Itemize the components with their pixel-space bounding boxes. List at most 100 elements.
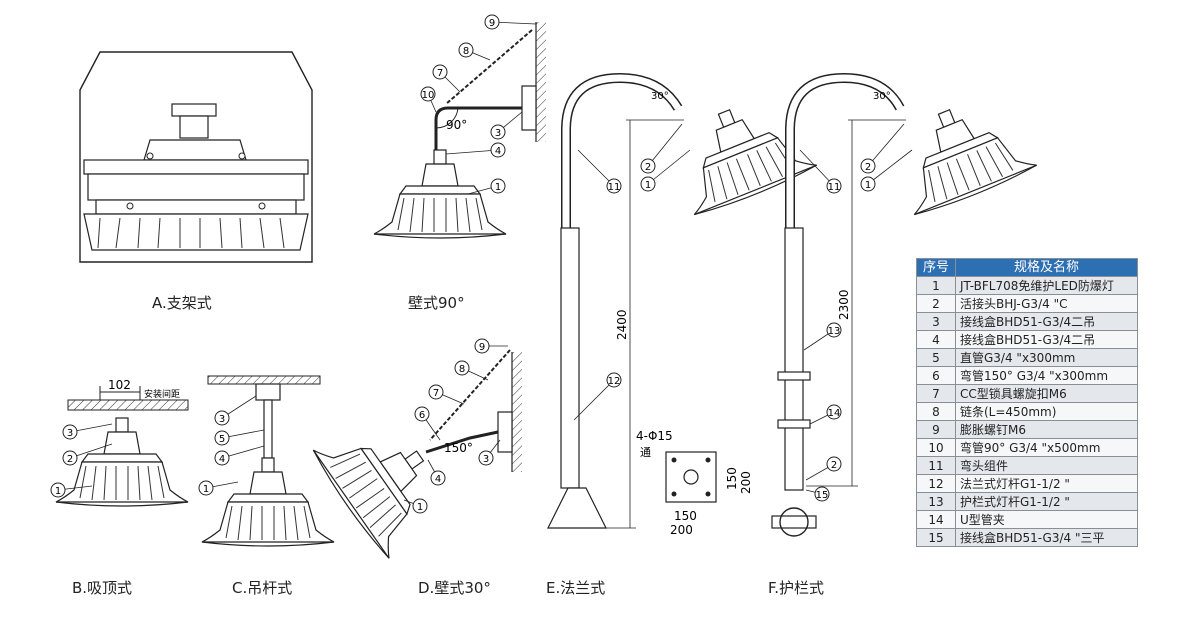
callout-leader	[647, 123, 683, 167]
spec-row-number: 11	[916, 456, 956, 475]
spec-row-name: 膨胀螺钉M6	[955, 420, 1138, 439]
callout-number: 6	[419, 410, 425, 421]
callout-number: 4	[219, 454, 225, 465]
callout-number: 1	[645, 180, 651, 191]
angle-30-f-label: 30°	[873, 91, 891, 102]
callout-circle	[640, 176, 656, 192]
callout-circle	[454, 360, 470, 376]
spec-row-number: 10	[916, 438, 956, 457]
callout-number: 2	[67, 454, 73, 465]
callout-number: 9	[479, 342, 485, 353]
callout-number: 2	[831, 460, 837, 471]
width-102-label: 102	[108, 378, 131, 392]
callout-number: 10	[422, 90, 435, 101]
drawing-a-bracket	[79, 51, 313, 263]
spec-row-number: 15	[916, 528, 956, 547]
spec-row-number: 9	[916, 420, 956, 439]
callout-number: 1	[865, 180, 871, 191]
spec-row-number: 8	[916, 402, 956, 421]
caption-a-bracket: A.支架式	[152, 294, 212, 312]
callout-circle	[432, 64, 448, 80]
spec-row-name: 接线盒BHD51-G3/4 "三平	[955, 528, 1138, 547]
callout-circle	[490, 178, 506, 194]
callout-circle	[428, 384, 444, 400]
callout-circle	[606, 372, 622, 388]
spec-row-name: 接线盒BHD51-G3/4二吊	[955, 330, 1138, 349]
spec-row-name: 弯管150° G3/4 "x300mm	[955, 366, 1138, 385]
spec-row-name: CC型锁具螺旋扣M6	[955, 384, 1138, 403]
caption-d-wall-30: D.壁式30°	[418, 579, 491, 597]
spec-table-header: 序号 规格及名称	[916, 258, 1138, 277]
header-name: 规格及名称	[955, 258, 1138, 277]
spec-row-name: 接线盒BHD51-G3/4二吊	[955, 312, 1138, 331]
spec-row-number: 7	[916, 384, 956, 403]
callout-leader	[867, 123, 905, 167]
callout-number: 7	[437, 68, 443, 79]
callout-leader	[647, 149, 691, 185]
caption-b-ceiling: B.吸顶式	[72, 579, 133, 597]
spec-row-number: 1	[916, 276, 956, 295]
flange-200-v-label: 200	[739, 471, 753, 494]
callout-circle	[474, 338, 490, 354]
callout-circle	[414, 406, 430, 422]
callout-circle	[50, 482, 66, 498]
callout-circle	[490, 124, 506, 140]
drawing-e-flange: 2400 30° 4-Φ15 通 150 200 150 200	[547, 72, 819, 537]
callout-number: 1	[495, 182, 501, 193]
hole-spec-label: 4-Φ15	[636, 429, 673, 443]
callout-number: 12	[608, 376, 621, 387]
callout-circle	[198, 480, 214, 496]
angle-150-label: 150°	[444, 441, 473, 455]
callout-number: 7	[433, 388, 439, 399]
spec-row-number: 14	[916, 510, 956, 529]
spec-row-name: 护栏式灯杆G1-1/2 "	[955, 492, 1138, 511]
spec-row-name: U型管夹	[955, 510, 1138, 529]
caption-f-guardrail: F.护栏式	[768, 579, 824, 597]
spec-row-number: 3	[916, 312, 956, 331]
flange-150-h-label: 150	[674, 509, 697, 523]
angle-90-label: 90°	[446, 118, 467, 132]
drawing-b-ceiling: 102 安装间距	[55, 378, 189, 507]
header-no: 序号	[916, 258, 956, 277]
callout-number: 11	[828, 182, 841, 193]
spec-row-name: 活接头BHJ-G3/4 "C	[955, 294, 1138, 313]
spec-row-number: 5	[916, 348, 956, 367]
callout-number: 8	[459, 364, 465, 375]
callout-number: 2	[865, 162, 871, 173]
callout-number: 3	[483, 454, 489, 465]
callout-number: 4	[495, 146, 501, 157]
drawing-c-pendant	[201, 375, 335, 547]
callout-number: 14	[828, 408, 841, 419]
angle-30-e-label: 30°	[651, 91, 669, 102]
callout-circle	[826, 322, 842, 338]
callout-number: 13	[828, 326, 841, 337]
callout-number: 11	[608, 182, 621, 193]
spec-row-number: 6	[916, 366, 956, 385]
spec-row-name: 链条(L=450mm)	[955, 402, 1138, 421]
callout-number: 3	[67, 428, 73, 439]
callout-number: 2	[645, 162, 651, 173]
callout-circle	[814, 486, 830, 502]
callout-number: 15	[816, 490, 829, 501]
mounting-spacing-label: 安装间距	[144, 388, 180, 400]
height-2400-label: 2400	[615, 309, 629, 340]
spec-row-name: 弯头组件	[955, 456, 1138, 475]
spec-row-number: 2	[916, 294, 956, 313]
callout-circle	[62, 424, 78, 440]
